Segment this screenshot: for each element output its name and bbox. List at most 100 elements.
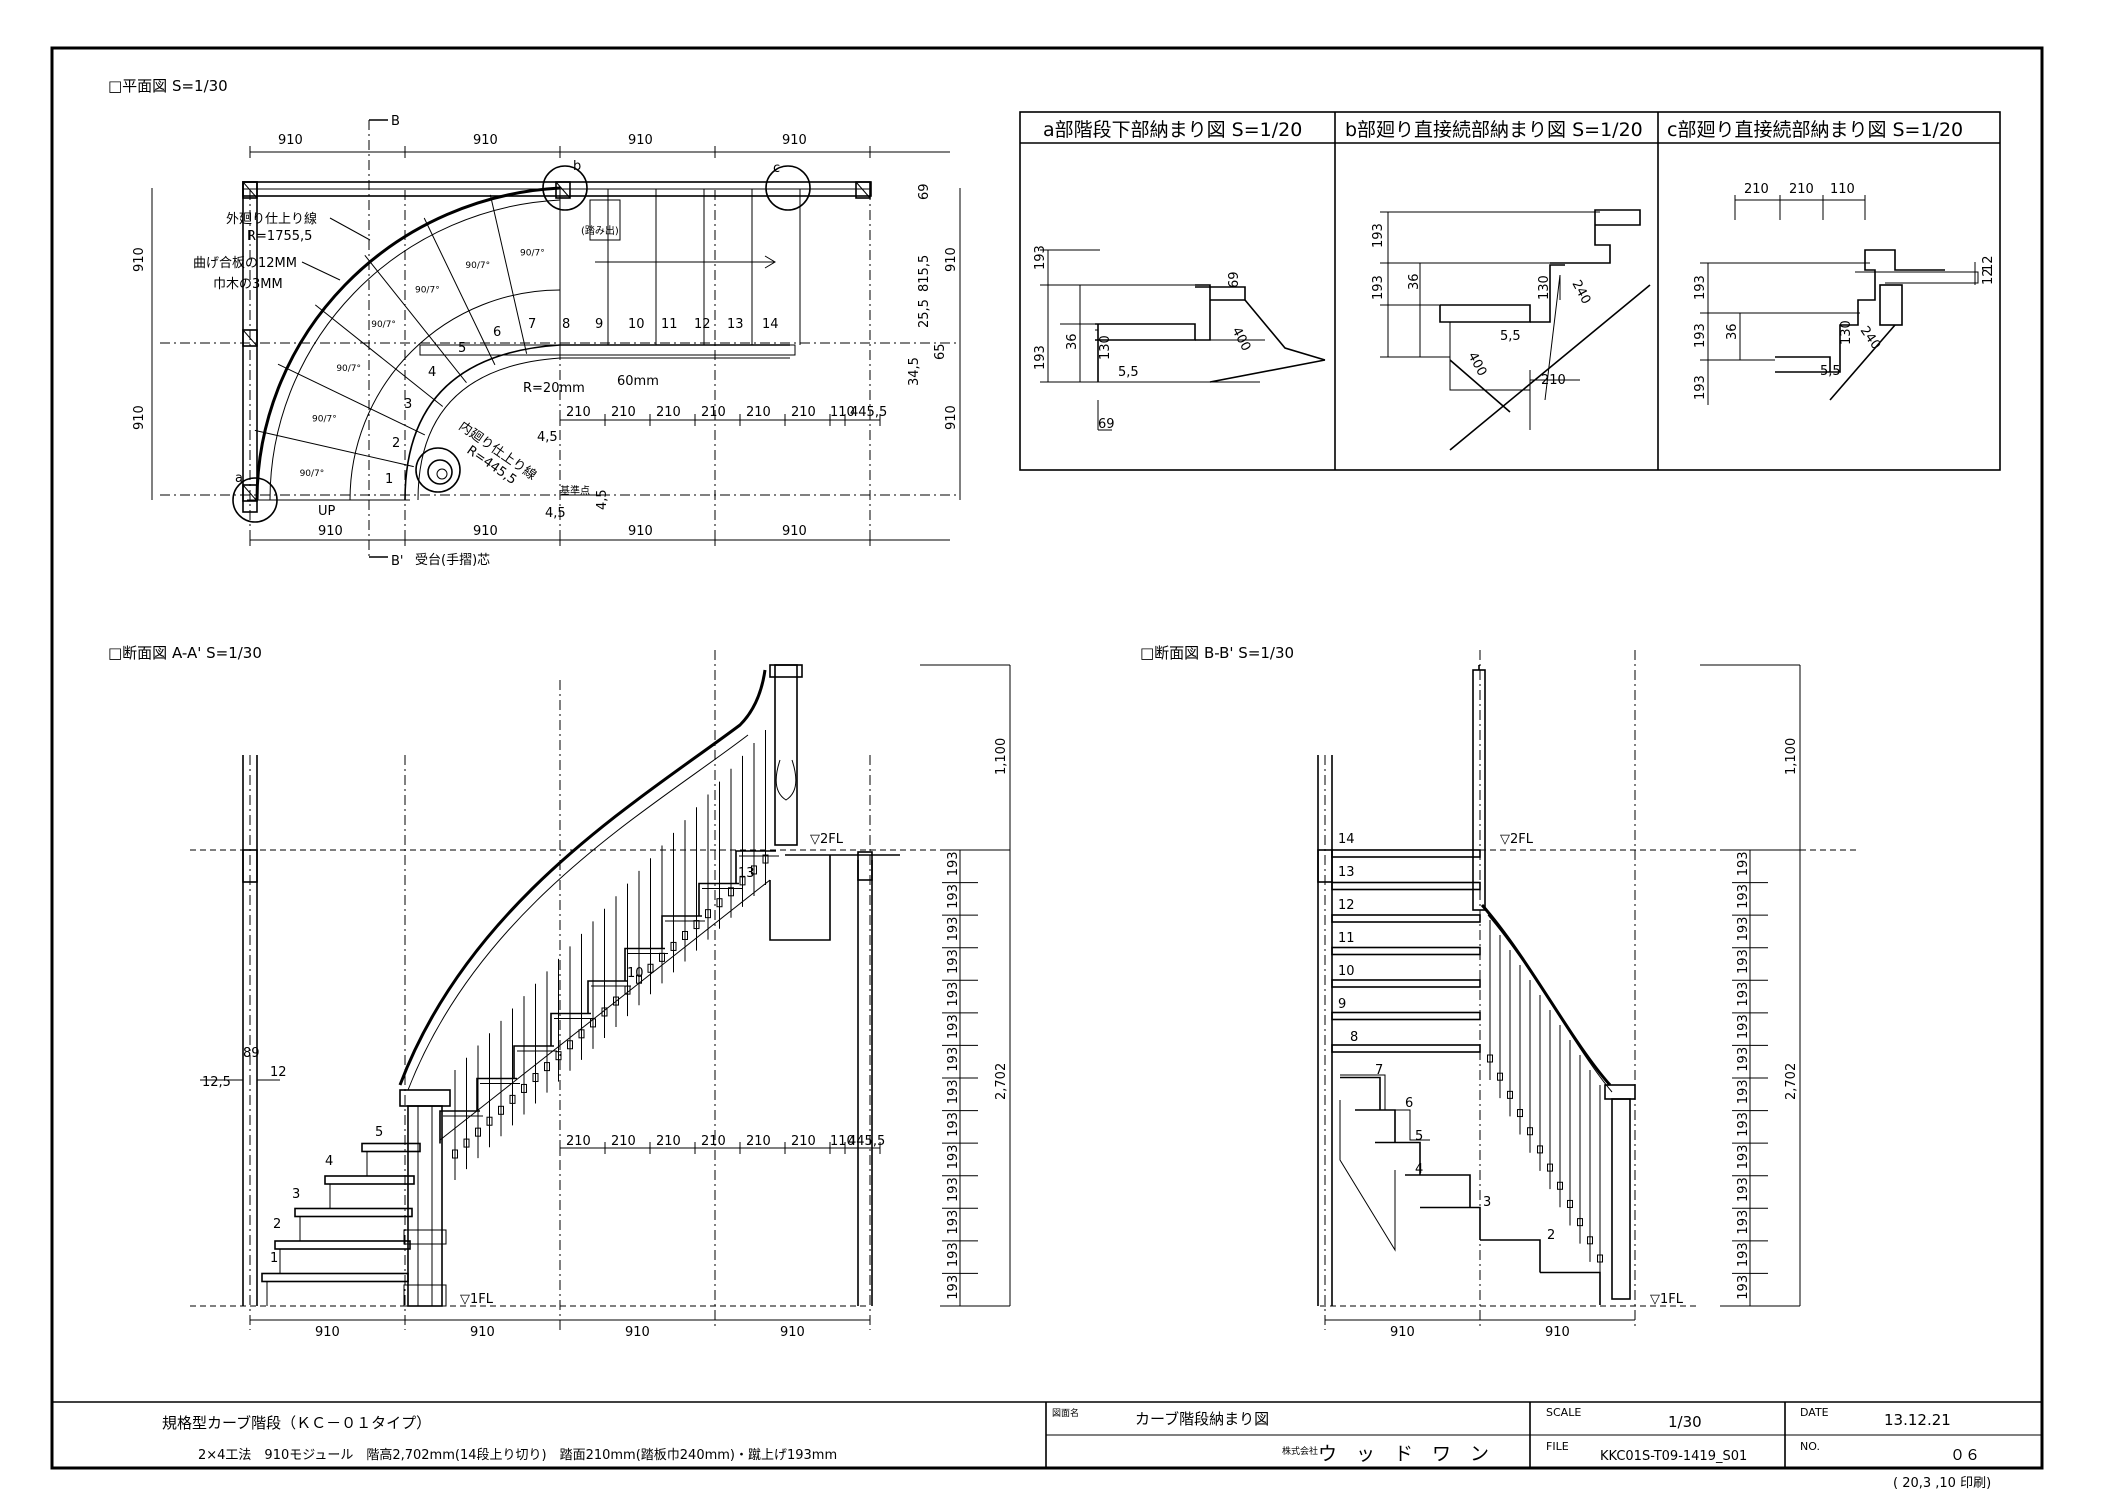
plan-dim-bottom-1: 910 <box>318 524 343 539</box>
section-a-step <box>698 882 739 916</box>
baluster-knot <box>624 985 631 995</box>
wall-stud-cross <box>555 181 571 199</box>
section-b-step-8: 8 <box>1350 1030 1358 1045</box>
section-a-view: □断面図 A-A' S=1/30 <box>108 644 1011 1340</box>
tb-date: 13.12.21 <box>1884 1411 1951 1429</box>
section-a-riser-dim: 193 <box>946 1242 961 1267</box>
detail-c-193b: 193 <box>1693 323 1708 348</box>
section-a-step-2: 2 <box>273 1217 281 1232</box>
section-b-winder <box>1375 1141 1421 1175</box>
detail-c-240: 240 <box>1857 324 1884 353</box>
baluster-knot <box>532 1073 539 1083</box>
section-b-riser-dim: 193 <box>1736 949 1751 974</box>
baluster-knot <box>1597 1254 1603 1263</box>
detail-marker-a[interactable] <box>232 477 278 523</box>
winder-line <box>314 304 444 407</box>
section-a-winder-tread <box>324 1175 415 1185</box>
section-a-riser-dim: 193 <box>946 1112 961 1137</box>
plan-step-3: 3 <box>404 397 412 412</box>
section-a-winder-tread <box>361 1142 421 1153</box>
section-a-step <box>550 1012 591 1046</box>
detail-b-title: b部廻り直接続部納まり図 S=1/20 <box>1345 119 1643 141</box>
section-b-step-6: 6 <box>1405 1096 1413 1111</box>
section-a-step <box>476 1077 517 1111</box>
section-a-riser-dim: 193 <box>946 851 961 876</box>
section-b-riser-dim: 193 <box>1736 1210 1751 1235</box>
baluster-knot <box>1577 1218 1583 1227</box>
section-a-tread-dim: 210 <box>566 1134 591 1149</box>
baluster-knot <box>486 1116 493 1126</box>
plan-dim-right-2: 910 <box>944 405 959 430</box>
plan-outer-line-label: 外廻り仕上り線 <box>226 211 317 227</box>
section-a-step <box>735 850 776 884</box>
section-a-tread-dim: 210 <box>746 1134 771 1149</box>
tb-no: ０６ <box>1950 1446 1980 1464</box>
detail-c-110: 110 <box>1830 182 1855 197</box>
section-b-winder <box>1355 1109 1396 1143</box>
wall-stud-cross <box>242 181 258 199</box>
detail-c-130: 130 <box>1839 320 1854 345</box>
plan-d45: 4,5 <box>537 430 558 445</box>
plan-section-b: B <box>391 114 400 129</box>
details-panel: a部階段下部納まり図 S=1/20 b部廻り直接続部納まり図 S=1/20 c部… <box>1019 111 2001 471</box>
detail-marker-c[interactable] <box>765 165 811 211</box>
winder-angle: 90/7° <box>520 249 545 259</box>
section-b-riser-dim: 193 <box>1736 917 1751 942</box>
section-a-dim-2: 910 <box>470 1325 495 1340</box>
section-b-riser-dim: 193 <box>1736 1079 1751 1104</box>
section-b-winder <box>1540 1271 1601 1305</box>
baluster-knot <box>705 909 711 919</box>
section-b-step-9: 9 <box>1338 997 1346 1012</box>
winder-angle: 90/7° <box>465 261 490 271</box>
section-b-view: □断面図 B-B' S=1/30 1,100 2,702 19319319319… <box>1140 644 1860 1340</box>
section-a-riser-dim: 193 <box>946 884 961 909</box>
section-a-dim-12: 12 <box>270 1065 287 1080</box>
detail-c-title: c部廻り直接続部納まり図 S=1/20 <box>1667 119 1963 141</box>
section-a-riser-dim: 193 <box>946 1145 961 1170</box>
wall-stud-cross <box>242 329 258 347</box>
plan-support-label: 受台(手摺)芯 <box>415 553 490 568</box>
plan-step-7: 7 <box>528 317 536 332</box>
plan-dim-69: 69 <box>917 183 932 200</box>
section-b-tread <box>1331 979 1481 988</box>
plan-dim-bottom-3: 910 <box>628 524 653 539</box>
plan-step-4: 4 <box>428 365 436 380</box>
tb-date-label: DATE <box>1800 1406 1829 1419</box>
baluster-knot <box>475 1127 481 1137</box>
section-a-riser-dim: 193 <box>946 1079 961 1104</box>
plan-dim-top-2: 910 <box>473 133 498 148</box>
baluster-knot <box>1567 1199 1573 1208</box>
section-a-dim-1: 910 <box>315 1325 340 1340</box>
section-a-step-1: 1 <box>270 1251 278 1266</box>
section-b-riser-dim: 193 <box>1736 1177 1751 1202</box>
section-a-dim-125: 12,5 <box>202 1075 231 1090</box>
tb-no-label: NO. <box>1800 1440 1820 1453</box>
section-a-step <box>513 1045 554 1079</box>
section-a-handrail-height: 1,100 <box>994 738 1009 775</box>
plan-tread-dim: 210 <box>656 405 681 420</box>
winder-angle: 90/7° <box>415 285 440 295</box>
section-b-dim-2: 910 <box>1545 1325 1570 1340</box>
tb-print-note: ( 20,3 ,10 印刷) <box>1893 1476 1991 1491</box>
plan-step-14: 14 <box>762 317 779 332</box>
plan-step-8: 8 <box>562 317 570 332</box>
section-a-tread-dim: 445,5 <box>848 1134 885 1149</box>
section-b-riser-dim: 193 <box>1736 851 1751 876</box>
section-a-tread-dim: 210 <box>611 1134 636 1149</box>
winder-line <box>364 254 467 384</box>
tb-drawing-label: 図面名 <box>1052 1407 1079 1419</box>
winder-arc <box>349 289 561 501</box>
baluster-knot <box>1527 1127 1533 1136</box>
section-b-riser-dim: 193 <box>1736 982 1751 1007</box>
section-b-riser-dim: 193 <box>1736 1014 1751 1039</box>
plan-dim-bottom-2: 910 <box>473 524 498 539</box>
detail-marker-b[interactable] <box>542 165 588 211</box>
detail-c-drawing: 210 210 110 193 193 36 130 240 5,5 12 12… <box>1693 182 1996 405</box>
section-a-step-4: 4 <box>325 1154 333 1169</box>
section-a-riser-dim: 193 <box>946 949 961 974</box>
plan-section-b2: B' <box>391 554 404 569</box>
detail-a-69b: 69 <box>1098 417 1115 432</box>
baluster-knot <box>739 876 746 886</box>
marker-b-label: b <box>573 159 581 174</box>
plan-tread-dim: 210 <box>701 405 726 420</box>
